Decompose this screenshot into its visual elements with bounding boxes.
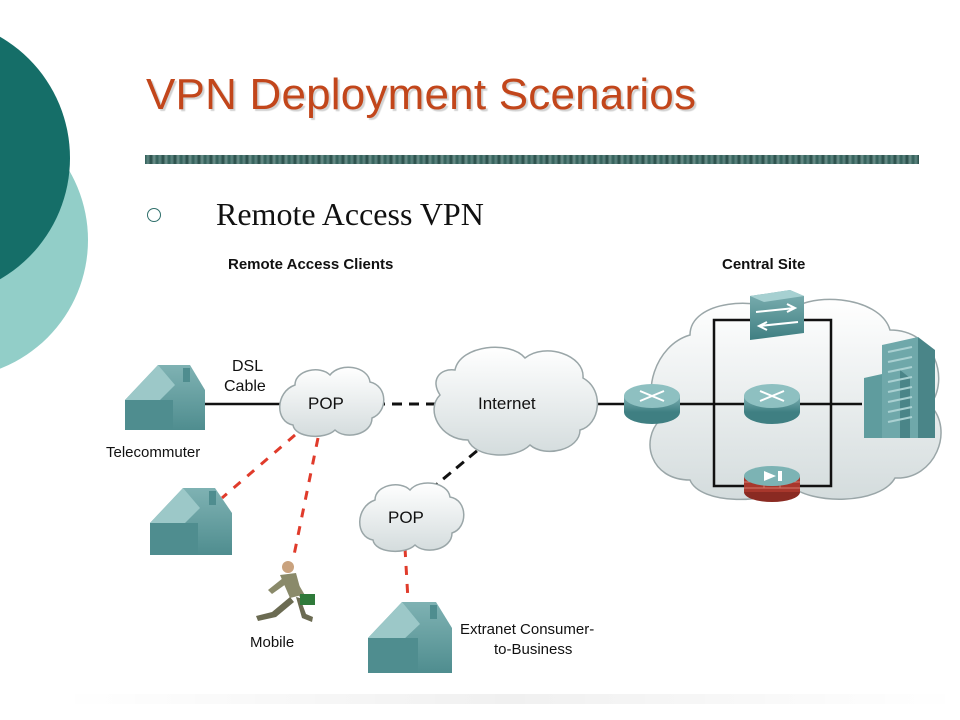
- house-icon: [150, 488, 232, 555]
- slide-title: VPN Deployment Scenarios: [146, 70, 697, 119]
- remote-access-clients-label: Remote Access Clients: [228, 256, 394, 273]
- vpn-concentrator-icon: [750, 290, 804, 340]
- pop-label: POP: [308, 394, 344, 413]
- extranet-house-icon: [368, 602, 452, 673]
- title-divider: [145, 155, 919, 164]
- pop-cloud: [279, 366, 385, 437]
- internet-label: Internet: [478, 394, 536, 413]
- slide-bottom-shadow: [60, 694, 960, 704]
- pop2-to-extranet-wireless: [403, 547, 410, 601]
- internet-cloud: [433, 346, 598, 456]
- dsl-label: DSL: [232, 358, 264, 375]
- telecommuter-house-icon: [125, 365, 205, 430]
- extranet-label-line1: Extranet Consumer-: [460, 621, 595, 638]
- central-site-label: Central Site: [722, 256, 806, 273]
- building-icon: [864, 337, 935, 438]
- pop2-cloud: [359, 482, 465, 552]
- cable-label: Cable: [224, 378, 266, 395]
- pop2-label: POP: [388, 508, 424, 527]
- telecommuter-label: Telecommuter: [106, 444, 201, 461]
- edge-router-icon: [624, 384, 680, 424]
- internet-pop2-tunnel: [429, 438, 491, 492]
- extranet-label-line2: to-Business: [494, 641, 573, 658]
- bullet-text: Remote Access VPN: [216, 196, 484, 232]
- mobile-label: Mobile: [250, 634, 295, 651]
- mobile-user-icon: [256, 561, 315, 622]
- dark-teal-circle: [0, 36, 70, 280]
- firewall-icon: [744, 466, 800, 502]
- pop-to-mobile-wireless: [291, 437, 320, 561]
- pop-to-house-wireless: [221, 433, 296, 500]
- central-router-icon: [744, 384, 800, 424]
- bullet-circle-icon: [147, 208, 161, 222]
